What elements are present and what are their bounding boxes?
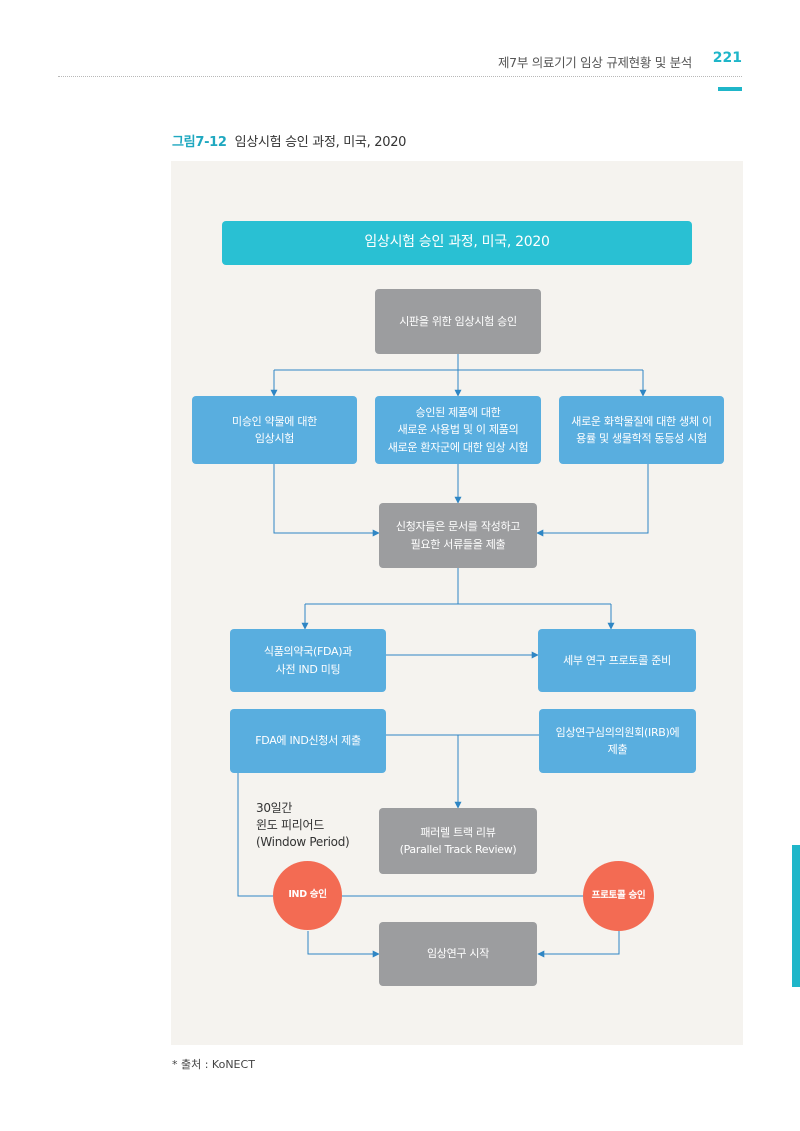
arrow-left-to-submit — [273, 464, 380, 537]
fda-meeting-box: 식품의약국(FDA)과 사전 IND 미팅 — [230, 629, 386, 692]
arrow-ind-approval-to-start — [307, 931, 380, 958]
chapter-side-tab — [792, 845, 800, 987]
start-box: 시판을 위한 임상시험 승인 — [375, 289, 541, 354]
branch-right-box: 새로운 화학물질에 대한 생체 이 용률 및 생물학적 동등성 시험 — [559, 396, 724, 464]
branch-center-box: 승인된 제품에 대한 새로운 사용법 및 이 제품의 새로운 환자군에 대한 임… — [375, 396, 541, 464]
diagram-title-box: 임상시험 승인 과정, 미국, 2020 — [222, 221, 692, 265]
running-header: 제7부 의료기기 임상 규제현황 및 분석 — [497, 55, 692, 70]
submit-box: 신청자들은 문서를 작성하고 필요한 서류들을 제출 — [379, 503, 537, 568]
ind-approval-circle: IND 승인 — [273, 861, 342, 930]
figure-caption: 그림7-12 임상시험 승인 과정, 미국, 2020 — [172, 131, 406, 150]
connector-start-split — [274, 354, 643, 371]
arrow-protocol-approval-to-start — [537, 931, 620, 958]
protocol-approval-circle: 프로토콜 승인 — [583, 861, 654, 931]
header-accent-bar — [718, 87, 742, 91]
connector-submit-split — [305, 568, 611, 605]
figure-number: 그림7-12 — [172, 135, 227, 150]
header-divider — [58, 76, 742, 77]
study-start-box: 임상연구 시작 — [379, 922, 537, 986]
arrow-right-to-submit — [536, 464, 649, 537]
window-period-label: 30일간 윈도 피리어드 (Window Period) — [256, 801, 350, 849]
figure-title: 임상시험 승인 과정, 미국, 2020 — [234, 135, 407, 150]
parallel-review-box: 패러렐 트랙 리뷰 (Parallel Track Review) — [379, 808, 537, 874]
source-note: * 출처 : KoNECT — [172, 1058, 255, 1071]
branch-left-box: 미승인 약물에 대한 임상시험 — [192, 396, 357, 464]
page-number: 221 — [712, 50, 742, 66]
ind-submit-box: FDA에 IND신청서 제출 — [230, 709, 386, 773]
protocol-prep-box: 세부 연구 프로토콜 준비 — [538, 629, 696, 692]
connector-window-to-ind — [237, 773, 273, 897]
irb-submit-box: 임상연구심의의원회(IRB)에 제출 — [539, 709, 696, 773]
